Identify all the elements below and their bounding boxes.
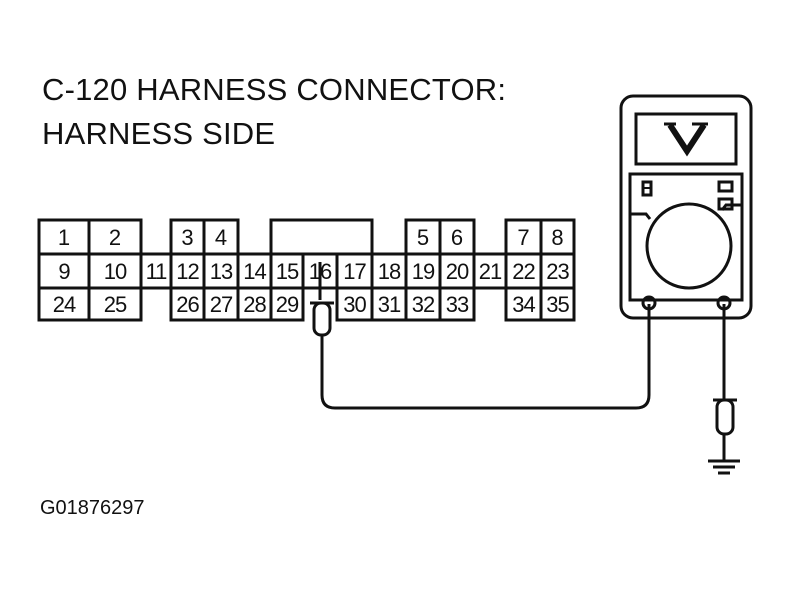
terminal-31: 31: [378, 292, 401, 317]
terminal-2: 2: [109, 225, 121, 250]
terminal-9: 9: [58, 259, 70, 284]
terminal-29: 29: [276, 292, 299, 317]
terminal-34: 34: [512, 292, 535, 317]
title-line-2: HARNESS SIDE: [42, 116, 276, 151]
terminal-18: 18: [378, 259, 401, 284]
terminal-1: 1: [58, 225, 70, 250]
probe-icon: [312, 301, 332, 337]
voltmeter-icon: [619, 94, 753, 320]
terminal-23: 23: [546, 259, 569, 284]
terminal-13: 13: [210, 259, 233, 284]
title-line-1: C-120 HARNESS CONNECTOR:: [42, 72, 507, 107]
meter-display-symbol: [664, 122, 708, 157]
terminal-28: 28: [243, 292, 266, 317]
terminal-15: 15: [276, 259, 299, 284]
ground-probe-icon: [715, 398, 735, 436]
terminal-20: 20: [446, 259, 469, 284]
terminal-25: 25: [104, 292, 127, 317]
meter-jack-v: [716, 295, 732, 311]
terminal-10: 10: [104, 259, 127, 284]
meter-dial: [645, 202, 733, 290]
terminal-8: 8: [551, 225, 563, 250]
terminal-14: 14: [243, 259, 266, 284]
terminal-12: 12: [176, 259, 199, 284]
terminal-19: 19: [412, 259, 435, 284]
terminal-22: 22: [512, 259, 535, 284]
terminal-11: 11: [146, 259, 168, 284]
terminal-32: 32: [412, 292, 435, 317]
meter-panel: [628, 172, 744, 302]
terminal-27: 27: [210, 292, 233, 317]
meter-jack-com: [641, 295, 657, 311]
connector-outline: [37, 218, 576, 322]
terminal-5: 5: [417, 225, 429, 250]
terminal-33: 33: [446, 292, 469, 317]
terminal-3: 3: [181, 225, 193, 250]
terminal-7: 7: [517, 225, 529, 250]
meter-body: [619, 94, 753, 320]
terminal-17: 17: [343, 259, 366, 284]
meter-display: [634, 112, 738, 166]
terminal-30: 30: [343, 292, 366, 317]
probe-wire: [318, 262, 651, 410]
terminal-35: 35: [546, 292, 569, 317]
ground-icon: [708, 459, 740, 475]
figure-id: G01876297: [40, 497, 145, 519]
terminal-4: 4: [215, 225, 227, 250]
meter-button-right-top: [717, 180, 734, 193]
terminal-6: 6: [451, 225, 463, 250]
terminal-21: 21: [479, 259, 502, 284]
harness-connector: [37, 218, 576, 322]
terminal-26: 26: [176, 292, 199, 317]
terminal-24: 24: [53, 292, 76, 317]
